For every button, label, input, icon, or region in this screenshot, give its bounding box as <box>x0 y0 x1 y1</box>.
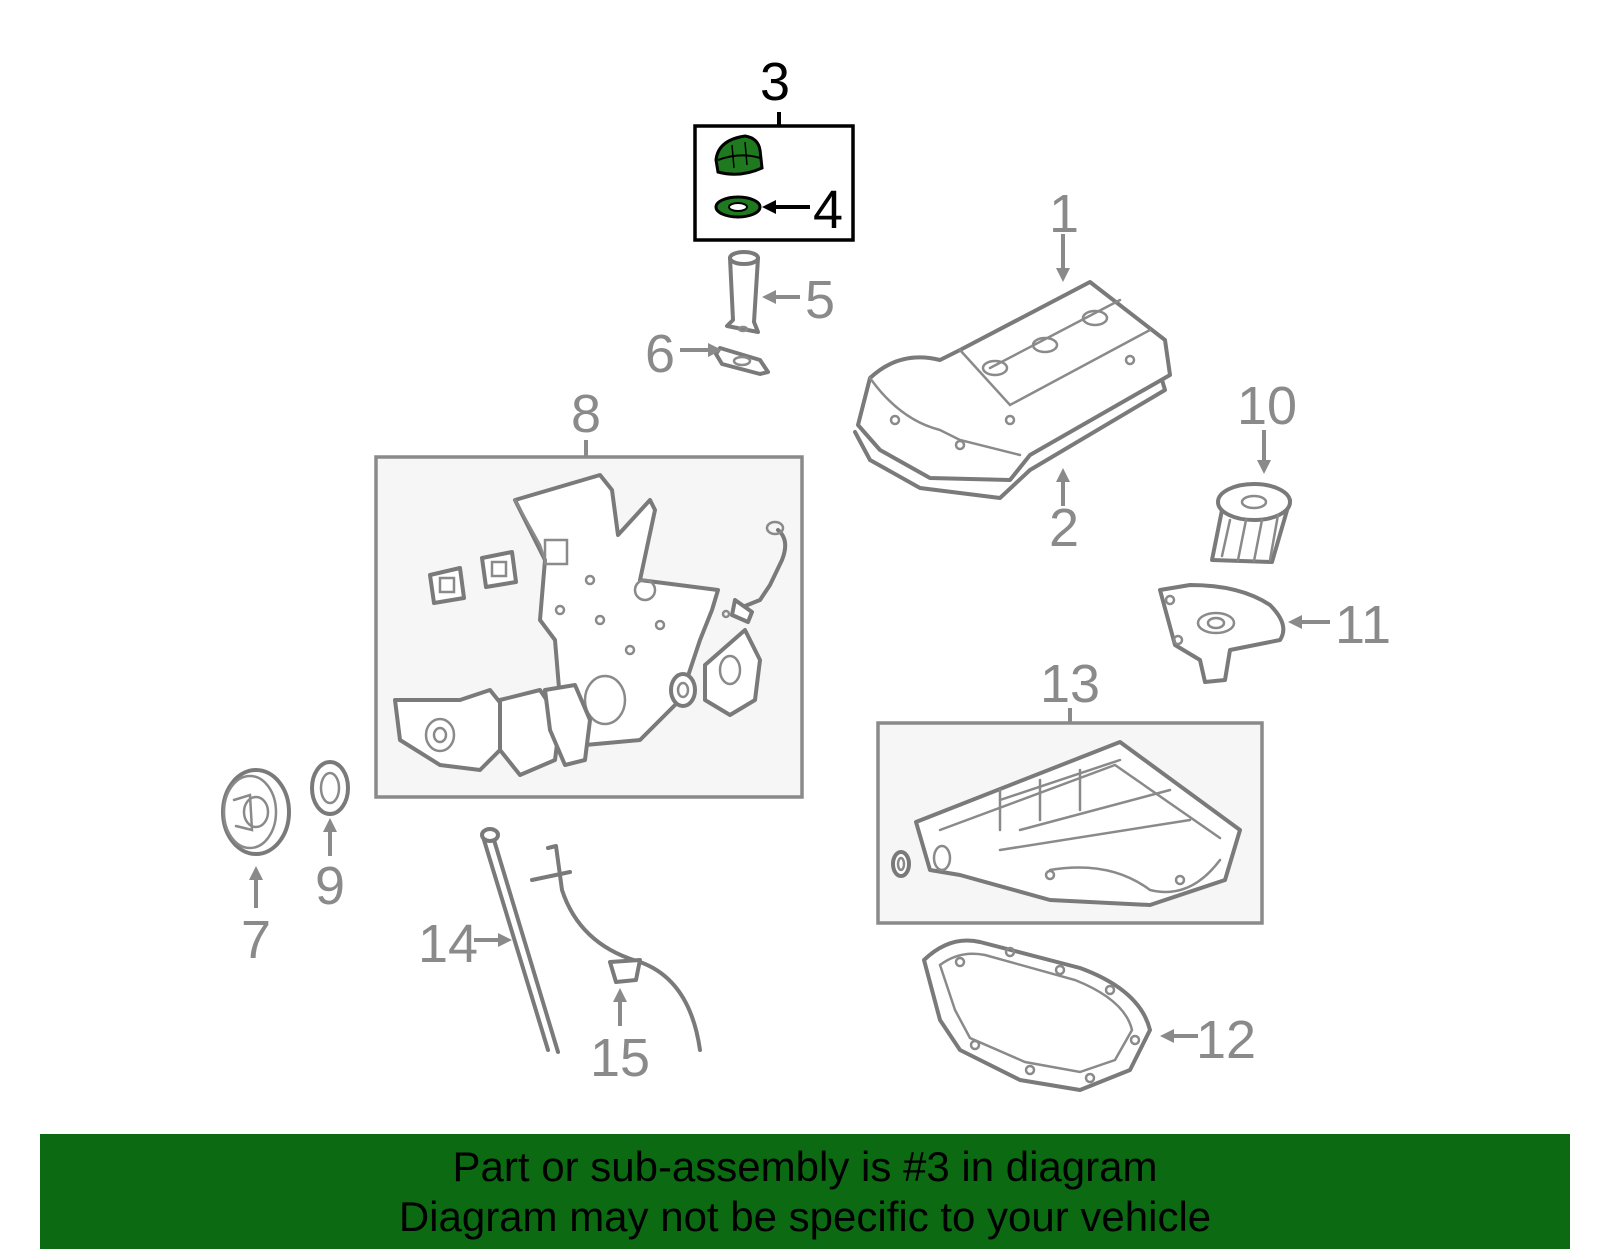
part-2-valve-cover-gasket[interactable] <box>853 378 1167 500</box>
part-9-seal[interactable] <box>310 760 350 816</box>
part-7-crank-pulley[interactable] <box>221 768 291 856</box>
callout-9[interactable]: 9 <box>315 856 345 916</box>
part-14-dipstick[interactable] <box>480 827 560 1054</box>
callout-11[interactable]: 11 <box>1335 595 1391 655</box>
banner-line-2: Diagram may not be specific to your vehi… <box>398 1193 1212 1240</box>
callout-10[interactable]: 10 <box>1237 376 1297 436</box>
callout-8[interactable]: 8 <box>571 384 601 444</box>
callout-15[interactable]: 15 <box>590 1028 650 1088</box>
callout-2[interactable]: 2 <box>1049 498 1079 558</box>
part-3-oil-filler-cap-group[interactable] <box>693 112 855 242</box>
callout-7[interactable]: 7 <box>241 910 271 970</box>
part-13-oil-pan-upper[interactable] <box>891 740 1242 907</box>
part-12-oil-pan-lower[interactable] <box>922 938 1152 1092</box>
callout-4[interactable]: 4 <box>813 180 843 240</box>
callout-6[interactable]: 6 <box>645 324 675 384</box>
part-15-dipstick-tube[interactable] <box>530 844 702 1052</box>
callout-1[interactable]: 1 <box>1049 184 1079 244</box>
part-6-gasket[interactable] <box>714 346 770 376</box>
callout-13[interactable]: 13 <box>1040 654 1100 714</box>
banner-line-1: Part or sub-assembly is #3 in diagram <box>452 1143 1158 1190</box>
part-1-valve-cover[interactable] <box>856 280 1172 482</box>
callout-14[interactable]: 14 <box>418 914 478 974</box>
part-10-oil-filter[interactable] <box>1210 482 1292 564</box>
oil-filler-cap-icon <box>714 134 764 176</box>
callout-12[interactable]: 12 <box>1196 1010 1256 1070</box>
callout-5[interactable]: 5 <box>805 270 835 330</box>
callout-3[interactable]: 3 <box>760 52 790 112</box>
part-11-filter-bracket[interactable] <box>1158 583 1286 684</box>
part-5-filler-pipe[interactable] <box>725 250 760 334</box>
gasket-4-icon <box>714 195 762 219</box>
info-banner: Part or sub-assembly is #3 in diagram Di… <box>40 1134 1570 1249</box>
part-8-timing-cover[interactable] <box>393 473 788 777</box>
